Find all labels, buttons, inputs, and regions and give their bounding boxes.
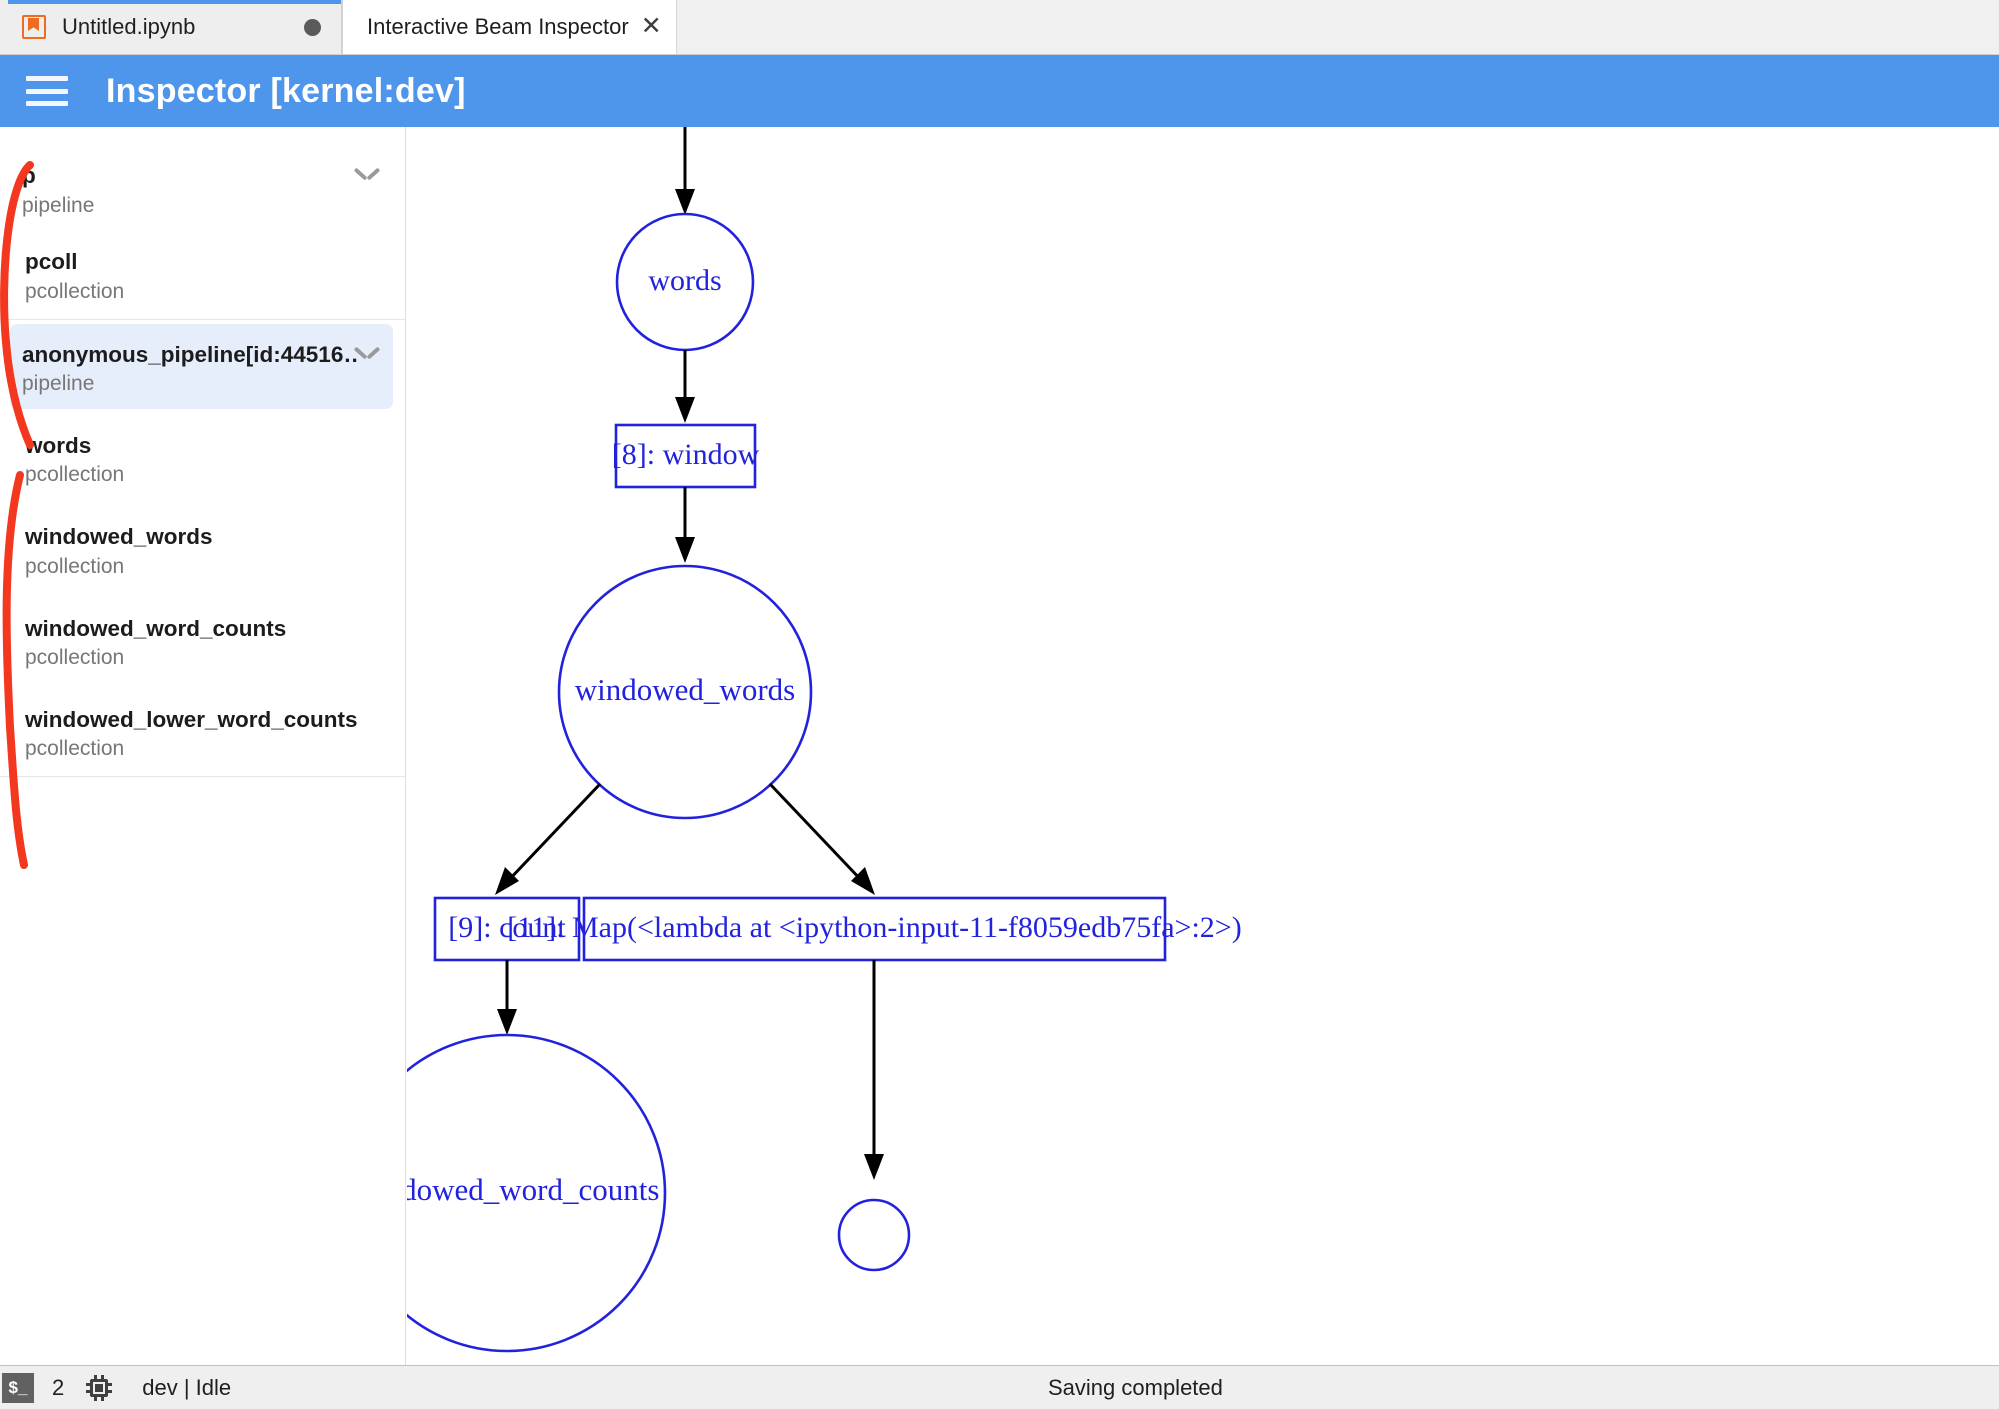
sidebar-item-type: pcollection (25, 279, 125, 303)
sidebar-item-name: windowed_word_counts (25, 615, 287, 641)
edge-count-to-windowed-word-counts (497, 960, 517, 1035)
edge-windowed-words-to-count (495, 782, 602, 895)
node-clipped[interactable] (837, 1198, 911, 1272)
node-window[interactable]: [8]: window (612, 423, 760, 489)
sidebar-item-pcoll[interactable]: pcoll pcollection (0, 232, 405, 318)
node-label: [8]: window (612, 438, 760, 471)
node-label: [11]: Map(<lambda at <ipython-input-11-f… (507, 911, 1241, 944)
node-label: windowed_word_counts (407, 1172, 659, 1207)
pipeline-graph-canvas[interactable]: words [8]: window (407, 127, 1999, 1380)
status-bar: $_ 2 dev | Idle Saving completed (0, 1365, 1999, 1409)
edge-windowed-words-to-map (768, 782, 875, 895)
inspector-body: p pipeline pcoll pcollection anonymous_p… (0, 127, 1999, 1380)
kernel-status[interactable]: dev | Idle (142, 1374, 232, 1400)
sidebar-item-type: pcollection (25, 554, 125, 578)
sidebar-item-windowed-lower-word-counts[interactable]: windowed_lower_word_counts pcollection (0, 685, 405, 776)
node-windowed-words[interactable]: windowed_words (557, 564, 813, 820)
inspector-header: Inspector [kernel:dev] (0, 55, 1999, 127)
save-status: Saving completed (1048, 1374, 1223, 1400)
terminal-icon[interactable]: $_ (2, 1372, 34, 1403)
tab-label: Untitled.ipynb (62, 14, 196, 39)
sidebar-item-name: words (25, 432, 92, 458)
sidebar-item-name: windowed_words (25, 524, 213, 550)
sidebar-item-anonymous-pipeline[interactable]: anonymous_pipeline[id:44516… pipeline (0, 320, 405, 411)
inspector-sidebar[interactable]: p pipeline pcoll pcollection anonymous_p… (0, 127, 406, 1380)
edge-words-to-window (675, 350, 695, 423)
cpu-chip-icon[interactable] (86, 1374, 113, 1401)
tab-untitled-ipynb[interactable]: Untitled.ipynb (0, 0, 342, 54)
chevron-down-icon[interactable] (355, 167, 379, 181)
node-label: windowed_words (575, 672, 795, 707)
node-label: words (648, 264, 721, 297)
edge-top-to-words (675, 127, 695, 215)
sidebar-group-p: p pipeline pcoll pcollection (0, 127, 405, 320)
sidebar-item-words[interactable]: words pcollection (0, 411, 405, 502)
node-words[interactable]: words (615, 212, 755, 352)
page-title: Inspector [kernel:dev] (106, 71, 466, 110)
sidebar-item-name: p (22, 163, 36, 188)
node-count[interactable]: [9]: count (433, 896, 581, 962)
notebook-icon (22, 15, 46, 39)
node-map-lambda[interactable]: [11]: Map(<lambda at <ipython-input-11-f… (507, 896, 1242, 962)
tab-bar: Untitled.ipynb Interactive Beam Inspecto… (0, 0, 1999, 55)
sidebar-item-type: pcollection (25, 737, 125, 761)
sidebar-item-type: pcollection (25, 646, 125, 670)
node-label: [9]: count (448, 911, 566, 944)
node-windowed-word-counts[interactable]: windowed_word_counts (407, 1033, 667, 1353)
sidebar-item-name: anonymous_pipeline[id:44516… (22, 341, 359, 367)
terminal-count: 2 (52, 1374, 65, 1400)
sidebar-item-name: pcoll (25, 249, 78, 275)
tab-label: Interactive Beam Inspector (367, 13, 629, 39)
sidebar-item-windowed-word-counts[interactable]: windowed_word_counts pcollection (0, 594, 405, 685)
hamburger-icon[interactable] (26, 76, 68, 106)
pipeline-graph-svg: words [8]: window (407, 127, 1242, 1353)
sidebar-item-type: pipeline (22, 193, 95, 217)
sidebar-item-type: pipeline (22, 372, 95, 396)
sidebar-item-p[interactable]: p pipeline (0, 127, 405, 232)
tab-modified-indicator[interactable] (304, 18, 321, 36)
close-icon[interactable]: ✕ (640, 12, 662, 40)
tab-interactive-beam-inspector[interactable]: Interactive Beam Inspector ✕ (342, 0, 677, 54)
sidebar-item-windowed-words[interactable]: windowed_words pcollection (0, 502, 405, 593)
sidebar-group-anonymous-pipeline: anonymous_pipeline[id:44516… pipeline wo… (0, 320, 405, 778)
edge-window-to-windowed-words (675, 487, 695, 563)
chevron-down-icon[interactable] (355, 346, 379, 360)
sidebar-item-type: pcollection (25, 463, 125, 487)
edge-map-to-clipped-node (864, 960, 884, 1180)
sidebar-item-name: windowed_lower_word_counts (25, 706, 358, 732)
